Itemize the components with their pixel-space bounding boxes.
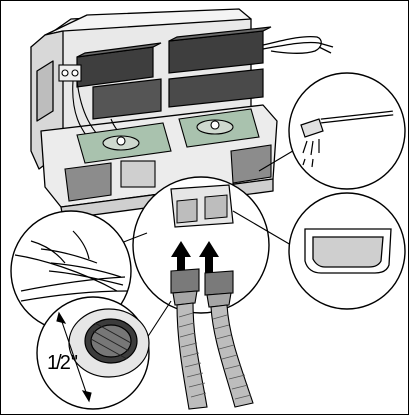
thread-size-numerator: 1 [47,352,58,374]
basin-icon [304,228,392,274]
motor-blocks [64,144,272,202]
thread-size-label: 1/2" [47,352,78,374]
heating-element-blocks [76,26,272,120]
hose-braiding [178,312,252,400]
seal-tape-icon [14,230,128,302]
basin-callout [288,192,406,310]
thread-callout-leader [144,300,172,342]
basin-callout-leader [232,210,292,246]
thread-size-suffix: " [71,352,78,374]
shower-callout [288,72,406,190]
thread-size-denominator: 2 [60,352,71,374]
thread-callout: 1/2" [36,296,150,410]
thread-size-slash: / [56,352,62,374]
thread-icon [68,308,150,378]
power-cable [262,35,334,54]
thread-size-dimension [56,311,92,403]
flow-arrow-icon [171,241,219,281]
connection-detail-magnifier [132,176,270,314]
circuit-boards [76,108,260,164]
terminal-block [58,64,82,82]
shower-head-icon [300,110,394,168]
